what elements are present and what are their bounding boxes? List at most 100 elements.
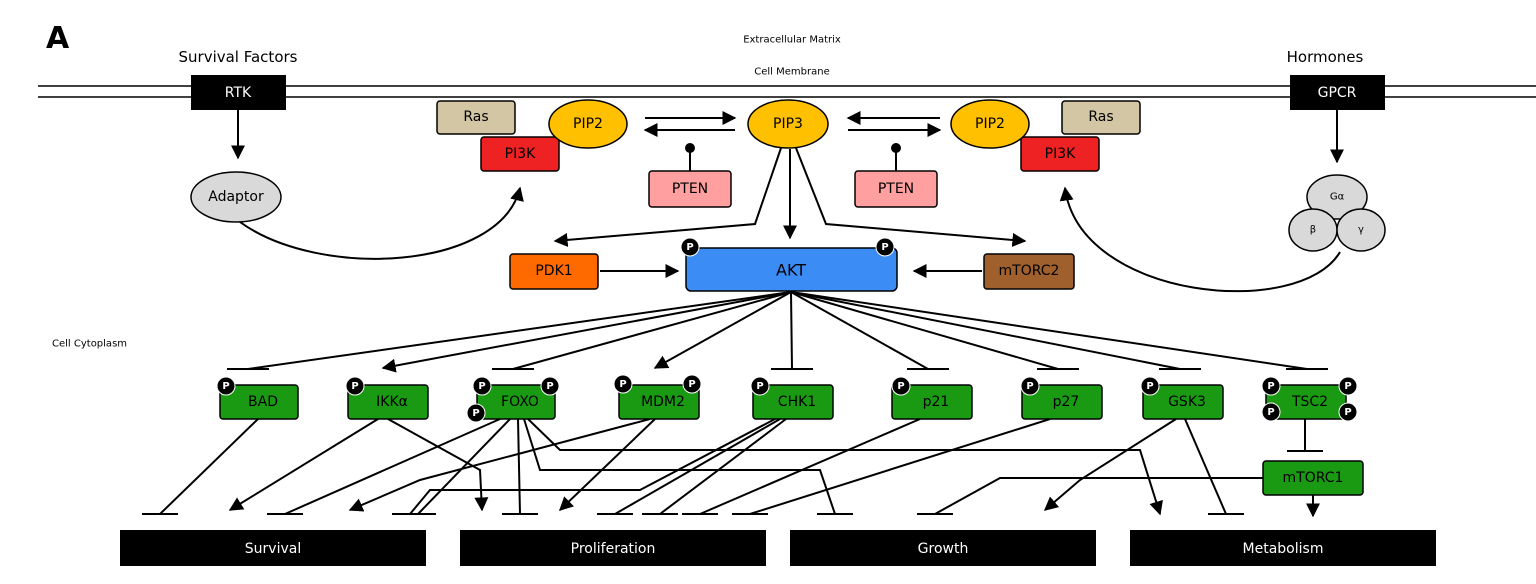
target-box	[476, 384, 556, 420]
target-5: p21	[891, 384, 973, 420]
cytoplasm-label: Cell Cytoplasm	[52, 339, 127, 350]
pip2-left-node	[548, 99, 628, 149]
g-gamma-node	[1336, 208, 1386, 252]
edge	[659, 418, 787, 515]
g-gamma-label: γ	[1358, 225, 1364, 236]
outcome-box	[1130, 530, 1436, 566]
phospho-label: P	[756, 381, 763, 392]
edge	[284, 418, 501, 515]
edge	[790, 291, 1059, 370]
phospho-icon: P	[472, 376, 492, 396]
outcome-box	[120, 530, 426, 566]
outcome-3: Metabolism	[1130, 530, 1436, 566]
gpcr-label: GPCR	[1318, 85, 1357, 101]
phospho-label: P	[546, 381, 553, 392]
gpcr-receptor: GPCR	[1290, 75, 1385, 110]
target-label: IKKα	[376, 394, 408, 410]
phospho-icon: P	[680, 237, 700, 257]
phospho-label: P	[1146, 381, 1153, 392]
edge	[409, 418, 776, 515]
edge	[228, 418, 379, 511]
phospho-label: P	[472, 408, 479, 419]
extracellular-label: Extracellular Matrix	[743, 35, 841, 46]
target-label: TSC2	[1291, 394, 1328, 410]
target-label: BAD	[248, 394, 278, 410]
target-1: IKKα	[347, 384, 429, 420]
target-6: p27	[1021, 384, 1103, 420]
outcome-box	[460, 530, 766, 566]
target-box	[1021, 384, 1103, 420]
g-protein-complex: Gα β γ	[1288, 174, 1386, 252]
target-0: BAD	[219, 384, 299, 420]
pi3k-left-label: PI3K	[505, 146, 536, 162]
edge	[527, 418, 1163, 516]
adaptor-node: Adaptor	[190, 171, 282, 223]
phospho-icon: P	[1261, 376, 1281, 396]
pten-left-node: PTEN	[648, 170, 732, 208]
phospho-icon: P	[891, 376, 911, 396]
edge	[790, 291, 1181, 370]
phospho-icon: P	[682, 374, 702, 394]
target-3: MDM2	[618, 384, 700, 420]
outcome-label: Growth	[918, 541, 969, 557]
pten-left-label: PTEN	[672, 181, 708, 197]
pi3k-right-label: PI3K	[1045, 146, 1076, 162]
target-box	[1265, 384, 1347, 420]
pi3k-complex-left: Ras PI3K PIP2	[436, 99, 628, 172]
target-label: CHK1	[778, 394, 816, 410]
edge	[790, 291, 1308, 370]
target-label: p21	[923, 394, 950, 410]
target-box	[752, 384, 834, 420]
edge	[381, 291, 792, 373]
phospho-icon: P	[875, 237, 895, 257]
cell-membrane	[38, 85, 1536, 98]
g-alpha-label: Gα	[1330, 192, 1345, 203]
rtk-label: RTK	[225, 85, 252, 101]
edge	[1184, 418, 1227, 515]
phospho-icon: P	[750, 376, 770, 396]
mtorc1-label: mTORC1	[1283, 470, 1344, 486]
phospho-icon: P	[1338, 376, 1358, 396]
rtk-receptor: RTK	[191, 75, 286, 110]
target-box	[219, 384, 299, 420]
adaptor-label: Adaptor	[208, 189, 264, 205]
phospho-icon: P	[1140, 376, 1160, 396]
pip3-label: PIP3	[773, 116, 803, 132]
phospho-label: P	[1344, 381, 1351, 392]
target-label: FOXO	[501, 394, 539, 410]
edge	[247, 291, 792, 370]
edge	[517, 418, 521, 515]
target-2: FOXO	[476, 384, 556, 420]
ras-left-box	[436, 100, 516, 135]
pip2-right-node	[950, 99, 1030, 149]
phospho-icon: P	[1020, 376, 1040, 396]
ras-left-label: Ras	[463, 109, 488, 125]
pi3k-left-box	[480, 136, 560, 172]
edge	[348, 418, 651, 512]
pip2-right-label: PIP2	[975, 116, 1005, 132]
phospho-label: P	[686, 242, 693, 253]
pi3k-right-box	[1020, 136, 1100, 172]
edge	[1059, 186, 1341, 293]
outcome-label: Proliferation	[571, 541, 656, 557]
pten-right-label: PTEN	[878, 181, 914, 197]
edge	[749, 418, 1051, 515]
panel-label: A	[46, 21, 70, 56]
edge	[699, 418, 921, 515]
phospho-label: P	[1267, 407, 1274, 418]
outcome-label: Metabolism	[1243, 541, 1324, 557]
edge	[417, 418, 511, 515]
edge	[790, 291, 793, 370]
edge	[614, 418, 781, 515]
phospho-icon: P	[216, 376, 236, 396]
survival-factors-label: Survival Factors	[179, 48, 298, 66]
target-label: MDM2	[641, 394, 685, 410]
phospho-label: P	[619, 379, 626, 390]
outcome-1: Proliferation	[460, 530, 766, 566]
hormones-label: Hormones	[1287, 48, 1364, 66]
target-label: GSK3	[1168, 394, 1206, 410]
edge	[558, 418, 656, 511]
outcome-2: Growth	[790, 530, 1096, 566]
target-8: TSC2	[1265, 384, 1347, 420]
